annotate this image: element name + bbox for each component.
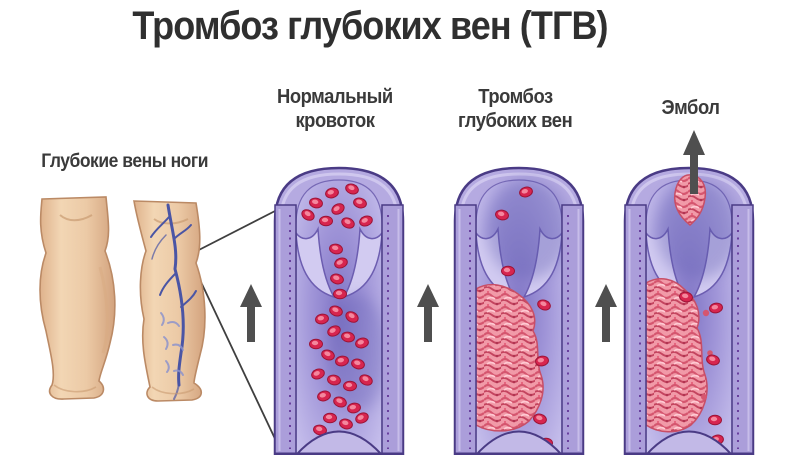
vein-front-wall <box>454 204 477 456</box>
blood-clot <box>645 277 708 433</box>
red-blood-cell <box>335 355 349 367</box>
vein-front-wall <box>381 204 404 456</box>
red-blood-cell <box>321 349 335 361</box>
stage-label-line: Эмбол <box>661 97 720 119</box>
vein-diagram-embolus <box>620 163 758 457</box>
right-leg <box>133 200 206 402</box>
red-blood-cell <box>501 265 515 277</box>
vein-front-wall <box>561 204 584 456</box>
red-blood-cell <box>327 325 341 337</box>
red-blood-cell <box>359 374 373 386</box>
stage-label-line: Нормальный <box>277 86 393 108</box>
stage-label-line: Тромбоз <box>477 86 553 108</box>
vein-front-wall <box>274 204 297 456</box>
red-blood-cell <box>339 418 353 430</box>
red-blood-cell <box>535 355 549 367</box>
red-blood-cell <box>301 209 315 221</box>
left-leg <box>39 196 116 400</box>
red-blood-cell <box>313 424 327 436</box>
vein-cut-arch <box>293 430 385 456</box>
legs-label-text: Глубокие вены ноги <box>41 151 209 172</box>
red-blood-cell <box>323 412 337 424</box>
red-blood-cell <box>309 338 323 350</box>
red-blood-cell <box>311 368 325 380</box>
red-blood-cell <box>330 273 344 285</box>
red-blood-cell <box>315 313 329 325</box>
red-blood-cell <box>709 302 723 314</box>
stage-label-normal: Нормальный кровоток <box>255 85 415 133</box>
red-blood-cell <box>333 288 347 300</box>
red-blood-cell <box>327 374 341 386</box>
red-blood-cell <box>537 299 551 311</box>
deep-veins <box>150 203 197 387</box>
red-blood-cell <box>708 414 722 426</box>
red-blood-cell <box>331 203 345 215</box>
red-blood-cell <box>355 412 369 424</box>
red-blood-cell <box>319 215 333 227</box>
red-blood-cell <box>353 197 367 209</box>
red-blood-cell <box>706 354 720 366</box>
venous-valve-left-flap <box>295 226 336 299</box>
red-blood-cell <box>334 257 348 269</box>
red-blood-cell <box>329 305 343 317</box>
red-blood-cell <box>359 215 373 227</box>
embolus-up-arrow <box>683 130 705 194</box>
vein-diagram-thrombosis <box>450 163 588 457</box>
red-blood-cell <box>309 197 323 209</box>
vein-cut-arch <box>473 430 565 456</box>
red-blood-cell <box>347 402 361 414</box>
red-blood-cell <box>355 337 369 349</box>
red-blood-cell <box>333 396 347 408</box>
red-blood-cell <box>341 217 355 229</box>
vein-diagram-normal <box>270 163 408 457</box>
clotted-vein-texture <box>160 312 184 400</box>
red-blood-cell <box>343 380 357 392</box>
flow-up-arrow <box>417 284 439 342</box>
vein-cross-section <box>453 166 585 457</box>
flow-up-arrow <box>595 284 617 342</box>
stage-label-line: кровоток <box>295 110 375 132</box>
red-blood-cell <box>679 291 693 303</box>
red-blood-cell <box>341 331 355 343</box>
red-blood-cell <box>533 413 547 425</box>
red-blood-cell <box>325 187 339 199</box>
vein-front-wall <box>624 204 647 456</box>
stage-label-line: глубоких вен <box>457 110 573 132</box>
vein-cross-section <box>273 166 405 457</box>
red-blood-cell <box>351 358 365 370</box>
vein-cross-section <box>623 166 755 457</box>
stage-label-thrombosis: Тромбоз глубоких вен <box>435 85 595 133</box>
blood-clot <box>475 283 544 432</box>
flow-up-arrow <box>240 284 262 342</box>
legs-label: Глубокие вены ноги <box>20 150 230 174</box>
red-blood-cell <box>345 311 359 323</box>
legs-illustration <box>39 196 206 402</box>
red-blood-cell <box>317 390 331 402</box>
page-title: Тромбоз глубоких вен (ТГВ) <box>0 4 770 49</box>
page-title-text: Тромбоз глубоких вен (ТГВ) <box>132 4 608 48</box>
venous-valve-right-flap <box>342 226 383 299</box>
red-blood-cell <box>495 209 509 221</box>
red-blood-cell <box>345 183 359 195</box>
stage-label-embolus: Эмбол <box>631 96 751 120</box>
red-blood-cell <box>329 243 343 255</box>
vein-cut-arch <box>643 430 735 456</box>
vein-front-wall <box>731 204 754 456</box>
red-blood-cell <box>519 186 533 198</box>
